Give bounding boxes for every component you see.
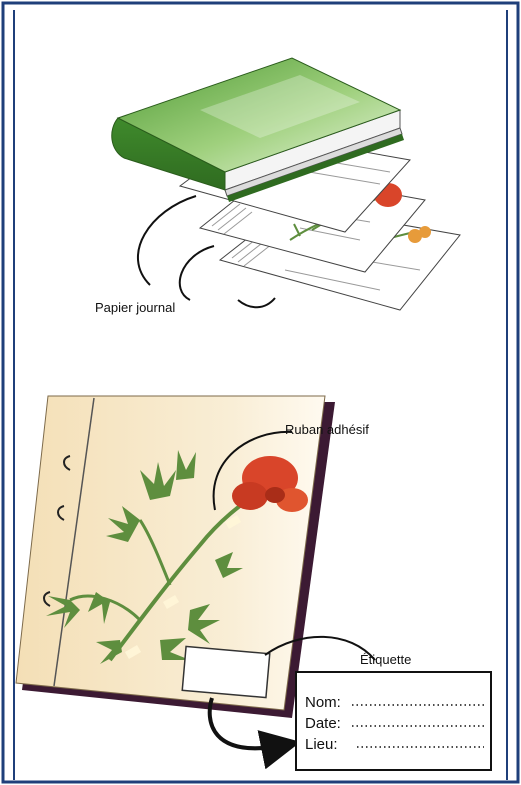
tape-label: Ruban adhésif (285, 422, 369, 437)
newspaper-leader-line-2 (180, 246, 214, 300)
newspaper-leader-line-1 (138, 196, 196, 285)
label-card-place: Lieu: (305, 736, 338, 753)
label-card-name: Nom: (305, 694, 341, 711)
herbarium-sheet (16, 396, 325, 710)
newspaper-label: Papier journal (95, 300, 175, 315)
label-card: Nom: Date: Lieu: (296, 672, 491, 770)
newspaper-leader-line-3 (238, 298, 275, 307)
label-title: Étiquette (360, 652, 411, 667)
label-card-date: Date: (305, 715, 341, 732)
sheet-label-box (182, 646, 270, 697)
pressing-illustration: Papier journal (95, 58, 460, 315)
